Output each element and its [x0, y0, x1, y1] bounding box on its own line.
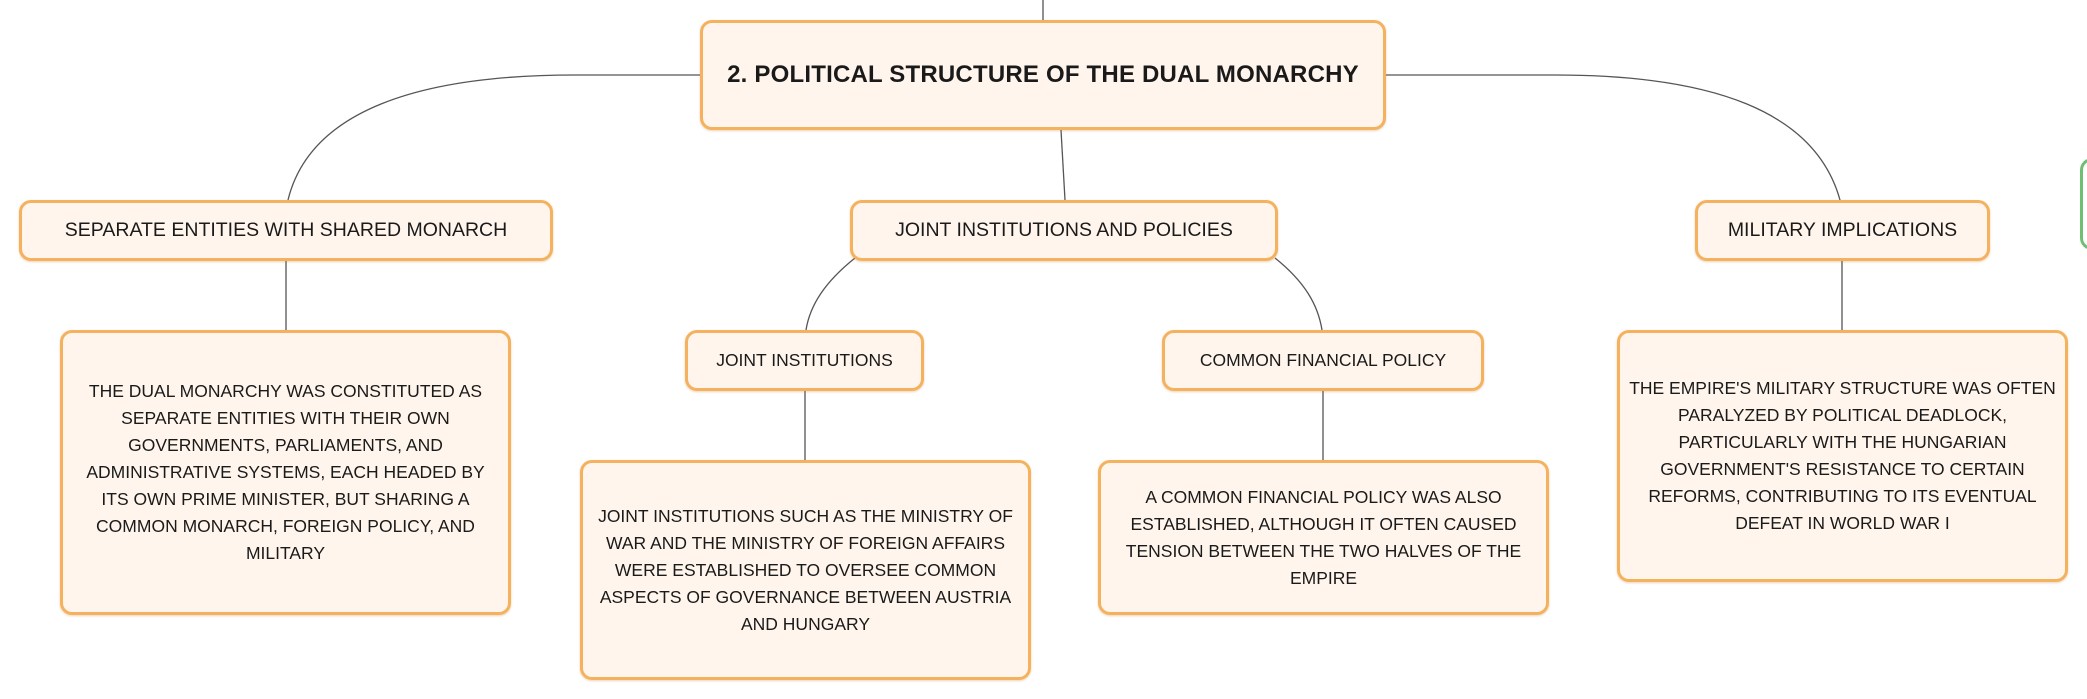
detail-node-military-implications-text: THE EMPIRE'S MILITARY STRUCTURE WAS OFTE… — [1629, 378, 2056, 533]
branch-node-joint-institutions-policies[interactable]: JOINT INSTITUTIONS AND POLICIES — [850, 200, 1278, 261]
connector-root-to-joint-institutions-policies — [1060, 129, 1066, 201]
detail-node-common-financial-policy[interactable]: A COMMON FINANCIAL POLICY WAS ALSO ESTAB… — [1098, 460, 1549, 615]
detail-node-military-implications[interactable]: THE EMPIRE'S MILITARY STRUCTURE WAS OFTE… — [1617, 330, 2068, 582]
detail-node-separate-entities-text: THE DUAL MONARCHY WAS CONSTITUTED AS SEP… — [86, 381, 485, 563]
sub-node-joint-institutions-label: JOINT INSTITUTIONS — [716, 350, 893, 370]
branch-node-separate-entities-label: SEPARATE ENTITIES WITH SHARED MONARCH — [64, 219, 508, 241]
detail-node-joint-institutions[interactable]: JOINT INSTITUTIONS SUCH AS THE MINISTRY … — [580, 460, 1031, 680]
detail-node-separate-entities[interactable]: THE DUAL MONARCHY WAS CONSTITUTED AS SEP… — [60, 330, 511, 615]
connector-root-to-separate-entities — [287, 74, 700, 201]
branch-node-separate-entities[interactable]: SEPARATE ENTITIES WITH SHARED MONARCH — [19, 200, 553, 261]
root-node-label: 2. POLITICAL STRUCTURE OF THE DUAL MONAR… — [727, 61, 1359, 88]
sub-node-joint-institutions[interactable]: JOINT INSTITUTIONS — [685, 330, 924, 391]
root-node[interactable]: 2. POLITICAL STRUCTURE OF THE DUAL MONAR… — [700, 20, 1386, 130]
sub-node-common-financial-policy[interactable]: COMMON FINANCIAL POLICY — [1162, 330, 1484, 391]
branch-node-military-implications[interactable]: MILITARY IMPLICATIONS — [1695, 200, 1990, 261]
connector-joint-policies-to-financial-policy — [1274, 257, 1323, 331]
connector-joint-policies-to-joint-institutions — [805, 257, 856, 331]
branch-node-military-implications-label: MILITARY IMPLICATIONS — [1727, 219, 1958, 241]
detail-node-joint-institutions-text: JOINT INSTITUTIONS SUCH AS THE MINISTRY … — [598, 505, 1013, 634]
branch-node-joint-institutions-policies-label: JOINT INSTITUTIONS AND POLICIES — [895, 219, 1233, 241]
offscreen-node-edge[interactable] — [2080, 158, 2087, 250]
connector-root-to-military-implications — [1386, 74, 1841, 201]
detail-node-common-financial-policy-text: A COMMON FINANCIAL POLICY WAS ALSO ESTAB… — [1125, 486, 1522, 588]
sub-node-common-financial-policy-label: COMMON FINANCIAL POLICY — [1199, 350, 1447, 370]
